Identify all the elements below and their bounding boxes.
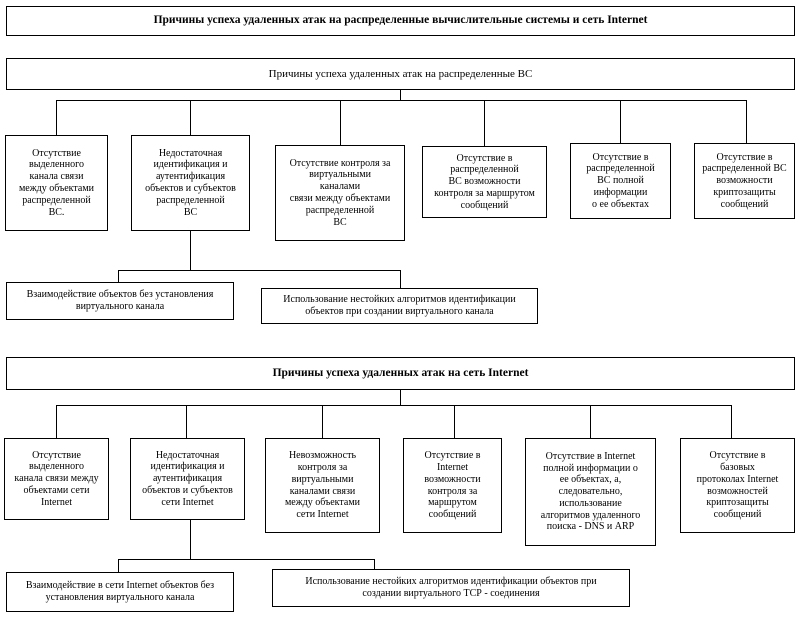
internet-leaf-text-3: Невозможность контроля за виртуальными к… [284,450,361,521]
connector-ds-drop-5 [620,100,621,143]
connector-ds-sub-stem [190,231,191,271]
connector-ds-drop-1 [56,100,57,135]
connector-internet-sub-drop-2 [374,559,375,569]
section-ds-header-text: Причины успеха удаленных атак на распред… [268,67,533,80]
internet-leaf-box-3: Невозможность контроля за виртуальными к… [265,438,380,533]
connector-internet-drop-5 [590,405,591,438]
diagram-title-box: Причины успеха удаленных атак на распред… [6,6,795,36]
connector-internet-drop-4 [454,405,455,438]
internet-leaf-text-4: Отсутствие в Internet возможности контро… [424,450,481,521]
internet-leaf-box-2: Недостаточная идентификация и аутентифик… [130,438,245,520]
connector-internet-drop-1 [56,405,57,438]
ds-leaf-text-2: Недостаточная идентификация и аутентифик… [145,147,236,218]
ds-leaf-box-6: Отсутствие в распределенной ВС возможнос… [694,143,795,219]
ds-leaf-text-5: Отсутствие в распределенной ВС полной ин… [586,151,655,210]
internet-leaf-text-6: Отсутствие в базовых протоколах Internet… [696,450,779,521]
connector-ds-sub-drop-2 [400,270,401,288]
connector-internet-drop-2 [186,405,187,438]
section-internet-header-box: Причины успеха удаленных атак на сеть In… [6,357,795,390]
ds-leaf-box-4: Отсутствие в распределенной ВС возможнос… [422,146,547,218]
connector-ds-sub-bus [118,270,401,271]
connector-internet-sub-stem [190,520,191,560]
connector-internet-sub-bus [118,559,375,560]
connector-ds-drop-3 [340,100,341,145]
connector-ds-drop-2 [190,100,191,135]
connector-ds-bus [56,100,746,101]
ds-leaf-box-3: Отсутствие контроля за виртуальными кана… [275,145,405,241]
internet-subleaf-text-2: Использование нестойких алгоритмов идент… [305,576,597,599]
connector-internet-bus [56,405,731,406]
internet-leaf-text-5: Отсутствие в Internet полной информации … [540,450,641,533]
connector-internet-stem [400,390,401,406]
connector-ds-drop-4 [484,100,485,146]
ds-leaf-text-1: Отсутствие выделенного канала связи межд… [18,147,95,218]
internet-leaf-box-1: Отсутствие выделенного канала связи межд… [4,438,109,520]
connector-ds-sub-drop-1 [118,270,119,282]
internet-subleaf-box-1: Взаимодействие в сети Internet объектов … [6,572,234,612]
ds-leaf-box-5: Отсутствие в распределенной ВС полной ин… [570,143,671,219]
diagram-title-text: Причины успеха удаленных атак на распред… [153,14,648,27]
ds-leaf-box-1: Отсутствие выделенного канала связи межд… [5,135,108,231]
internet-leaf-box-5: Отсутствие в Internet полной информации … [525,438,656,546]
section-internet-header-text: Причины успеха удаленных атак на сеть In… [272,366,529,379]
ds-subleaf-box-1: Взаимодействие объектов без установления… [6,282,234,320]
connector-ds-stem [400,90,401,101]
connector-ds-drop-6 [746,100,747,143]
internet-leaf-text-2: Недостаточная идентификация и аутентифик… [142,449,233,508]
ds-leaf-text-4: Отсутствие в распределенной ВС возможнос… [434,152,535,211]
internet-leaf-text-1: Отсутствие выделенного канала связи межд… [14,449,99,508]
section-ds-header-box: Причины успеха удаленных атак на распред… [6,58,795,90]
internet-leaf-box-4: Отсутствие в Internet возможности контро… [403,438,502,533]
connector-internet-drop-3 [322,405,323,438]
internet-subleaf-box-2: Использование нестойких алгоритмов идент… [272,569,630,607]
connector-internet-drop-6 [731,405,732,438]
ds-leaf-box-2: Недостаточная идентификация и аутентифик… [131,135,250,231]
internet-leaf-box-6: Отсутствие в базовых протоколах Internet… [680,438,795,533]
ds-leaf-text-6: Отсутствие в распределенной ВС возможнос… [702,151,787,210]
connector-internet-sub-drop-1 [118,559,119,572]
ds-leaf-text-3: Отсутствие контроля за виртуальными кана… [289,157,391,228]
internet-subleaf-text-1: Взаимодействие в сети Internet объектов … [25,580,215,603]
ds-subleaf-text-2: Использование нестойких алгоритмов идент… [283,294,516,317]
ds-subleaf-text-1: Взаимодействие объектов без установления… [26,289,214,312]
ds-subleaf-box-2: Использование нестойких алгоритмов идент… [261,288,538,324]
